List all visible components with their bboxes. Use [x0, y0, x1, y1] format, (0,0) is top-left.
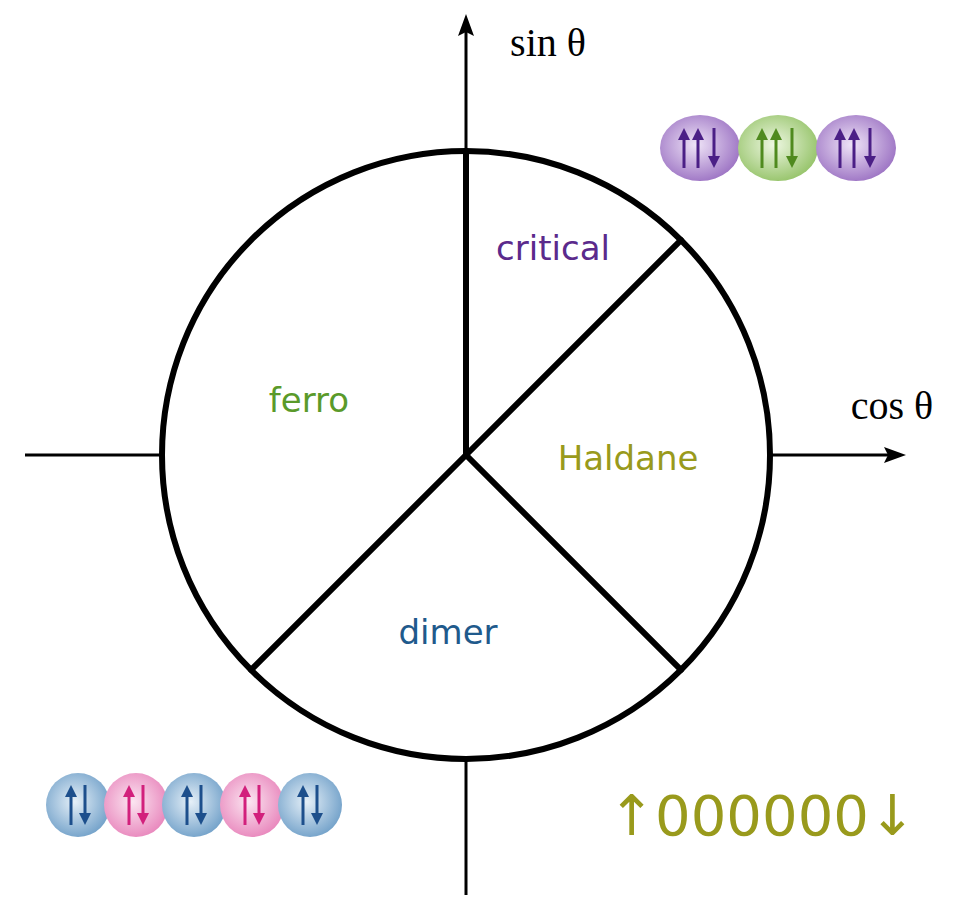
- critical-phase: critical: [490, 226, 616, 270]
- haldane-phase: Haldane: [552, 436, 705, 480]
- phase-circle: [162, 151, 770, 759]
- phase-boundary: [466, 240, 681, 455]
- trimer-illustration: [660, 115, 896, 181]
- edge-state-label: ↑000000↓: [608, 783, 916, 848]
- phase-boundary: [463, 151, 469, 455]
- dimer-illustration: [46, 773, 342, 837]
- phase-label: Haldane: [558, 438, 699, 478]
- ferro-phase: ferro: [263, 378, 355, 422]
- phase-label: critical: [496, 228, 610, 268]
- phase-label: dimer: [398, 612, 497, 652]
- phase-label: ferro: [269, 380, 349, 420]
- axis-label: sin θ: [510, 19, 586, 66]
- phase-boundary: [466, 455, 681, 670]
- axis-label: cos θ: [851, 382, 933, 429]
- axes: [25, 14, 906, 895]
- dimer-phase: dimer: [392, 610, 503, 654]
